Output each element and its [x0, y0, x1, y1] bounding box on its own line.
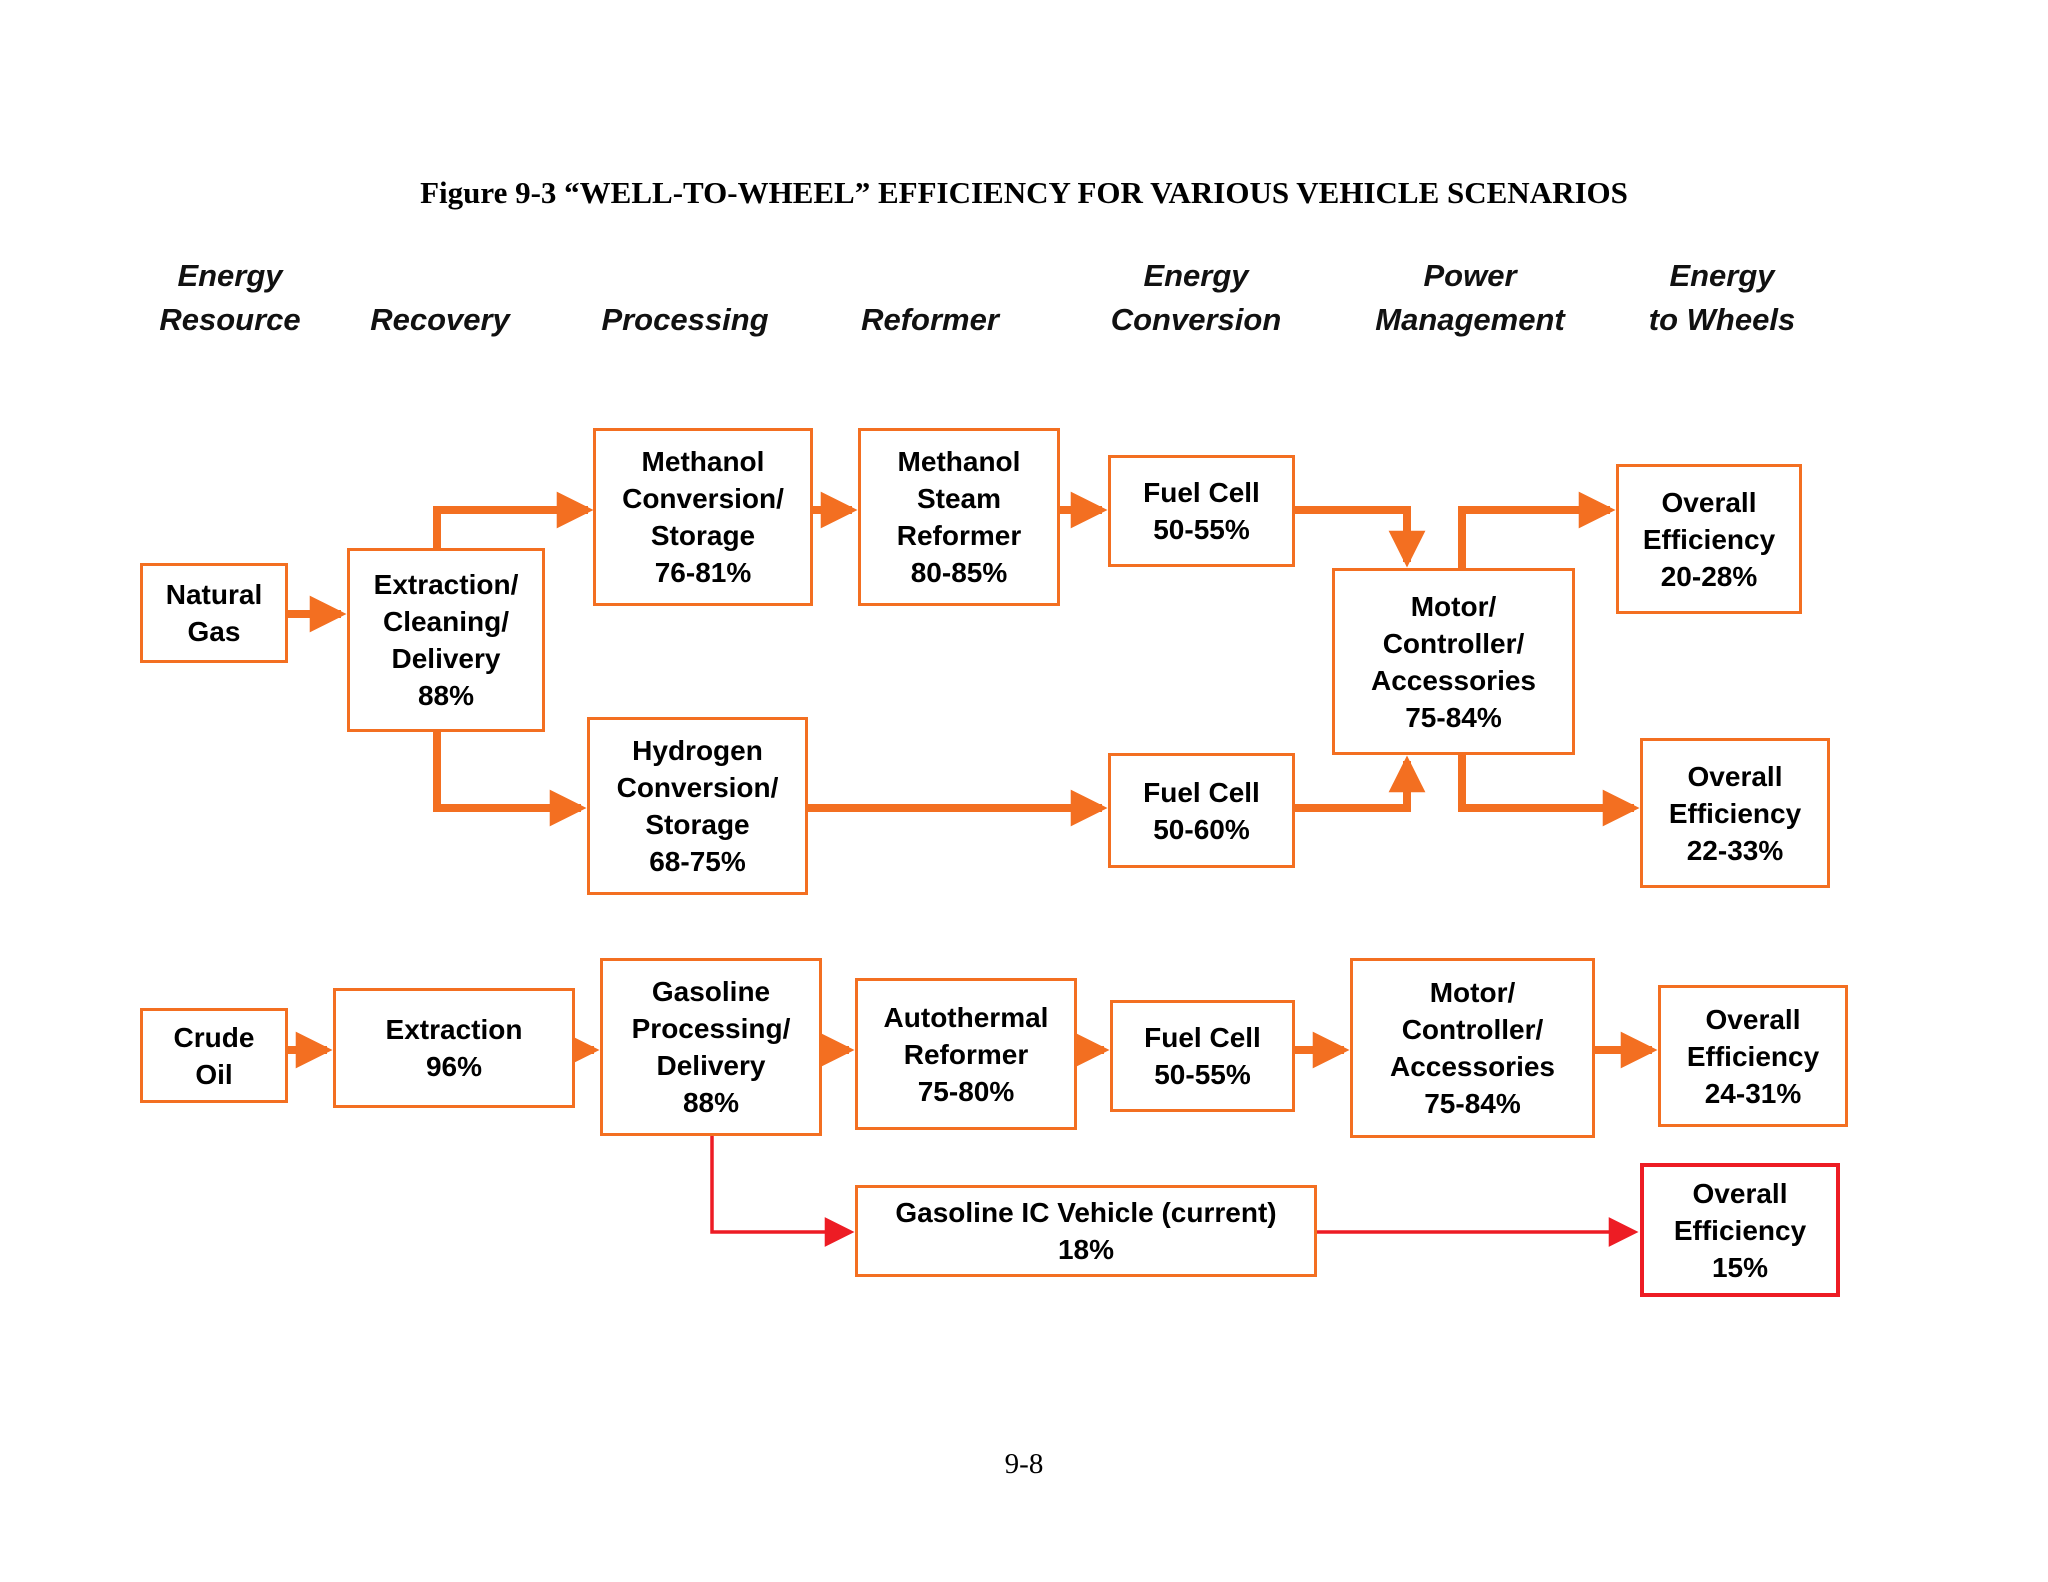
column-header-reformer: Reformer	[861, 302, 999, 337]
column-header-recovery: Recovery	[370, 302, 510, 337]
arrow-extraction-to-hydrogen-conversion	[433, 732, 587, 827]
arrow-gasoline-to-ic-vehicle	[710, 1136, 855, 1247]
node-autothermal-reformer: Autothermal Reformer 75-80%	[855, 978, 1077, 1130]
node-extraction-cleaning-delivery: Extraction/ Cleaning/ Delivery 88%	[347, 548, 545, 732]
node-hydrogen-conversion-storage: Hydrogen Conversion/ Storage 68-75%	[587, 717, 808, 895]
page-number: 9-8	[1004, 1448, 1044, 1480]
node-methanol-conversion-storage: Methanol Conversion/ Storage 76-81%	[593, 428, 813, 606]
column-header-processing: Processing	[601, 302, 769, 337]
node-motor-controller-accessories-oil: Motor/ Controller/ Accessories 75-84%	[1350, 958, 1595, 1138]
node-fuel-cell-methanol-path: Fuel Cell 50-55%	[1108, 455, 1295, 567]
node-overall-efficiency-hydrogen: Overall Efficiency 22-33%	[1640, 738, 1830, 888]
figure-title: Figure 9-3 “WELL-TO-WHEEL” EFFICIENCY FO…	[420, 175, 1628, 210]
node-natural-gas: Natural Gas	[140, 563, 288, 663]
node-overall-efficiency-ic: Overall Efficiency 15%	[1640, 1163, 1840, 1297]
node-extraction-oil: Extraction 96%	[333, 988, 575, 1108]
node-gasoline-processing-delivery: Gasoline Processing/ Delivery 88%	[600, 958, 822, 1136]
node-fuel-cell-gasoline-path: Fuel Cell 50-55%	[1110, 1000, 1295, 1112]
column-header-energy-resource: Energy Resource	[159, 258, 301, 337]
column-header-energy-to-wheels: Energy to Wheels	[1648, 258, 1796, 337]
node-motor-controller-accessories-ng: Motor/ Controller/ Accessories 75-84%	[1332, 568, 1575, 755]
arrow-extraction-to-methanol-conversion	[433, 491, 594, 548]
node-overall-efficiency-methanol: Overall Efficiency 20-28%	[1616, 464, 1802, 614]
arrow-fuelcell-methanol-to-motor	[1295, 506, 1426, 568]
node-gasoline-ic-vehicle: Gasoline IC Vehicle (current) 18%	[855, 1185, 1317, 1277]
node-overall-efficiency-gasoline-fc: Overall Efficiency 24-31%	[1658, 985, 1848, 1127]
column-header-energy-conversion: Energy Conversion	[1110, 258, 1282, 337]
arrow-motor-to-overall-methanol	[1458, 491, 1616, 568]
column-header-power-management: Power Management	[1375, 258, 1565, 337]
node-crude-oil: Crude Oil	[140, 1008, 288, 1103]
node-methanol-steam-reformer: Methanol Steam Reformer 80-85%	[858, 428, 1060, 606]
arrow-fuelcell-hydrogen-to-motor	[1295, 755, 1426, 812]
node-fuel-cell-hydrogen-path: Fuel Cell 50-60%	[1108, 753, 1295, 868]
arrow-motor-to-overall-hydrogen	[1458, 755, 1640, 827]
